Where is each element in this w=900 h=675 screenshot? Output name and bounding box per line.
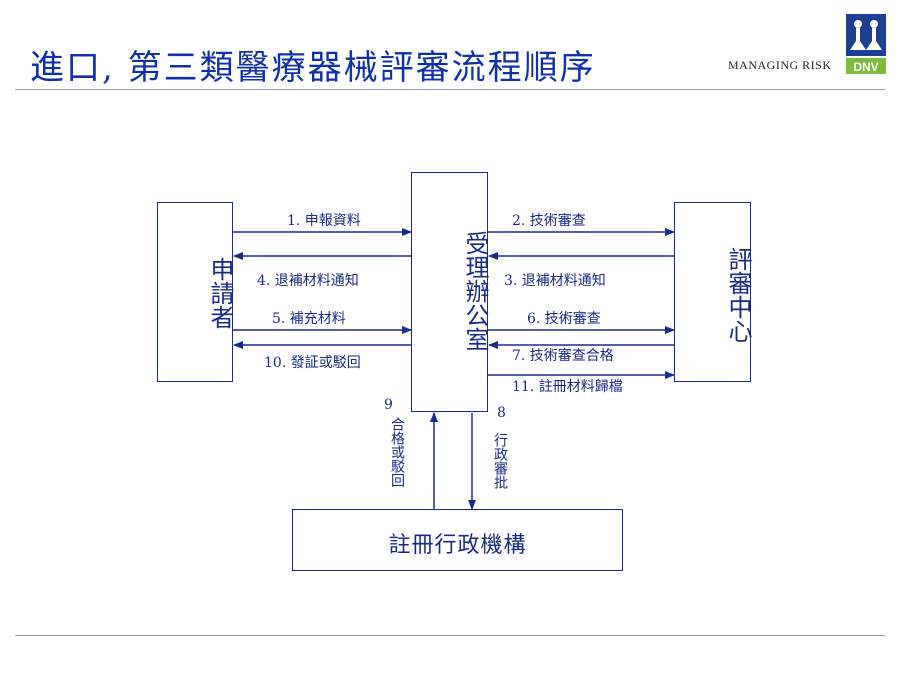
footer-divider <box>15 635 885 636</box>
edge-label-9-text: 合格或駁回 <box>389 417 405 487</box>
node-registry: 註冊行政機構 <box>292 509 623 571</box>
logo-text: DNV <box>853 60 878 74</box>
node-registry-label: 註冊行政機構 <box>388 533 527 558</box>
edge-label-8-text: 行政審批 <box>492 433 508 489</box>
edge-label-6: 6. 技術審查 <box>527 311 601 327</box>
dnv-logo: DNV <box>846 14 886 76</box>
edge-label-7: 7. 技術審查合格 <box>512 348 614 364</box>
edge-label-1: 1. 申報資料 <box>287 213 361 229</box>
node-review-center-label: 評審中心 <box>724 247 752 343</box>
edge-label-11: 11. 註冊材料歸檔 <box>512 379 623 395</box>
header-divider <box>15 89 885 90</box>
edge-label-9-number: 9 <box>384 397 393 413</box>
edge-label-3: 3. 退補材料通知 <box>504 273 606 289</box>
edge-label-8-number: 8 <box>497 405 506 421</box>
brand-tagline: MANAGING RISK <box>728 58 832 72</box>
edge-label-4: 4. 退補材料通知 <box>257 273 359 289</box>
edge-label-2: 2. 技術審查 <box>512 213 586 229</box>
node-office-label: 受理辦公室 <box>461 231 489 351</box>
node-applicant: 申請者 <box>157 202 234 382</box>
page-title: 進口, 第三類醫療器械評審流程順序 <box>30 48 596 88</box>
edge-label-5: 5. 補充材料 <box>272 311 346 327</box>
node-review-center: 評審中心 <box>674 202 752 382</box>
edge-label-10: 10. 發証或駁回 <box>264 355 361 371</box>
node-applicant-label: 申請者 <box>206 257 234 329</box>
node-office: 受理辦公室 <box>411 172 489 412</box>
